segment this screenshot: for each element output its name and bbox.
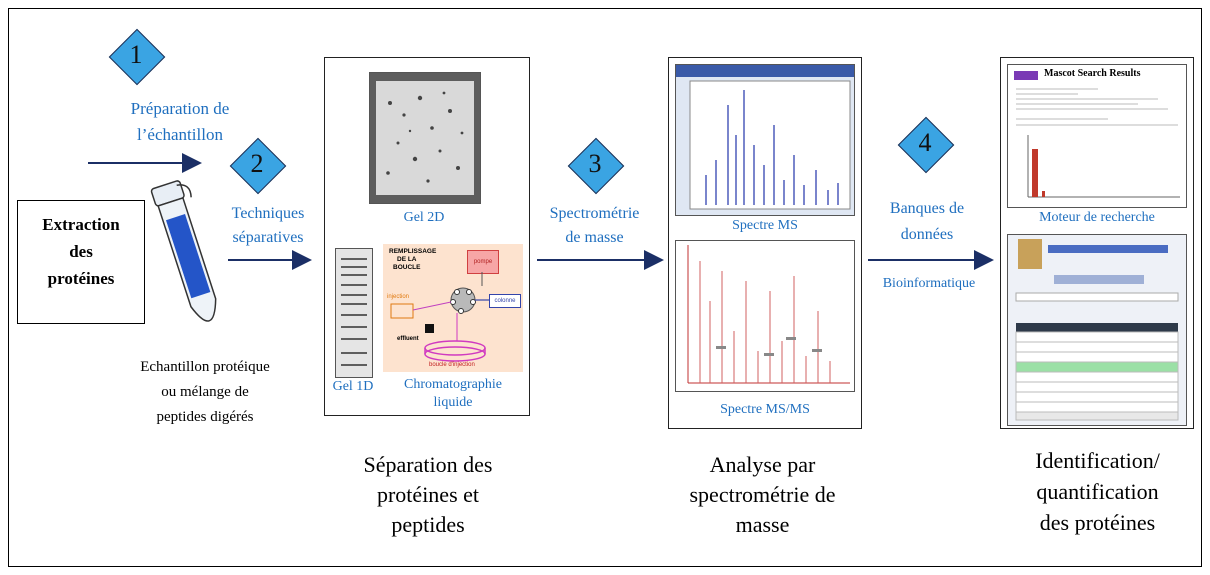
msms-spectrum-image — [675, 240, 855, 392]
step-4-bioinformatics-label: Bioinformatique — [882, 276, 976, 291]
separation-panel: Gel 2D Gel 1D REMPLISSAGE DE LA BOUCLE p… — [324, 57, 530, 416]
ms-panel: Spectre MS Spectre MS/MS — [668, 57, 862, 429]
step-1-label: Préparation de l’échantillon — [130, 99, 230, 144]
step-3-number: 3 — [588, 149, 602, 178]
step-1-number: 1 — [129, 40, 143, 69]
mascot-title: Mascot Search Results — [1044, 68, 1141, 79]
step-2-number: 2 — [250, 149, 264, 178]
separation-caption: Séparation des protéines et peptides — [363, 452, 493, 537]
step-2-label: Techniques séparatives — [231, 205, 305, 246]
gel-2d-caption: Gel 2D — [403, 210, 445, 225]
step-4-number: 4 — [918, 128, 932, 157]
chromatography-caption: Chromatographie liquide — [404, 377, 502, 410]
ms-spectrum-image — [675, 64, 855, 216]
pump-box: pompe — [467, 250, 499, 274]
sample-tube-icon — [150, 180, 217, 322]
chromatography-diagram: REMPLISSAGE DE LA BOUCLE pompe injection… — [383, 244, 523, 372]
extraction-box: Extraction des protéines — [17, 200, 145, 324]
diagram-frame — [8, 8, 1202, 567]
mascot-results-image: Mascot Search Results — [1007, 64, 1187, 208]
gel-1d-image — [335, 248, 373, 378]
msms-spectrum-caption: Spectre MS/MS — [720, 402, 810, 417]
loop-label: boucle d'injection — [429, 362, 475, 368]
effluent-label: effluent — [397, 336, 419, 342]
loop-filling-title: REMPLISSAGE DE LA BOUCLE — [389, 248, 437, 271]
mascot-logo — [1014, 71, 1038, 80]
gel-1d-caption: Gel 1D — [332, 379, 374, 394]
step-3-label: Spectrométrie de masse — [549, 205, 640, 246]
quantification-software-image — [1007, 234, 1187, 426]
ms-spectrum-caption: Spectre MS — [732, 218, 798, 233]
gel-2d-image — [369, 72, 481, 204]
column-label: colonne — [489, 294, 521, 308]
ms-caption: Analyse par spectrométrie de masse — [689, 452, 836, 537]
identification-caption: Identification/ quantification des proté… — [1035, 448, 1160, 535]
sample-description: Echantillon protéique ou mélange de pept… — [140, 359, 270, 425]
step-4-label: Banques de données — [889, 200, 965, 243]
injection-label: injection — [387, 294, 410, 300]
search-engine-caption: Moteur de recherche — [1039, 210, 1155, 225]
identification-panel: Mascot Search Results Moteur de recherch… — [1000, 57, 1194, 429]
